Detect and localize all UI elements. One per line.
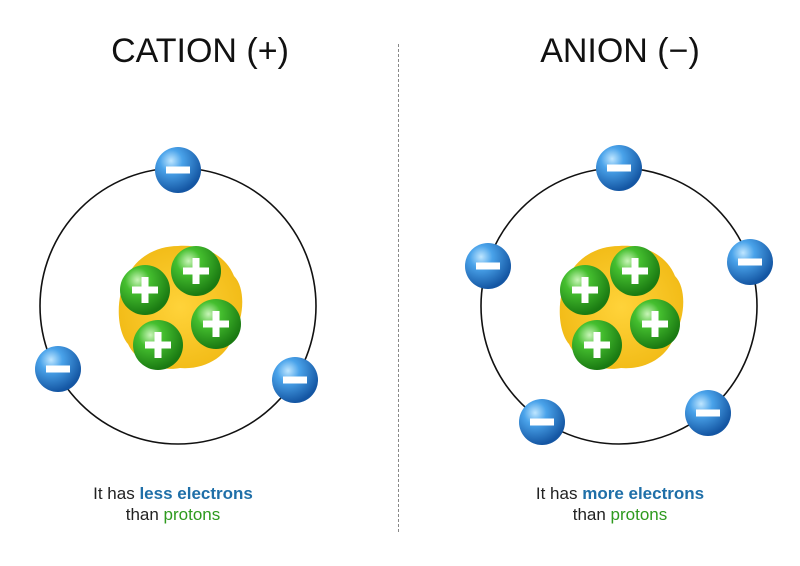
anion-caption-protons: protons	[610, 505, 668, 524]
anion-panel: ANION (−)	[400, 0, 800, 566]
anion-proton	[572, 320, 622, 370]
panel-divider	[398, 44, 399, 532]
cation-caption-protons: protons	[163, 505, 221, 524]
cation-electron	[35, 346, 81, 392]
cation-atom-diagram	[35, 147, 318, 445]
cation-proton	[191, 299, 241, 349]
anion-electron	[596, 145, 642, 191]
anion-electron	[465, 243, 511, 289]
anion-electron	[727, 239, 773, 285]
anion-caption: It has more electrons than protons	[420, 483, 800, 525]
anion-title: ANION (−)	[540, 32, 700, 70]
anion-proton	[610, 246, 660, 296]
cation-electron	[272, 357, 318, 403]
anion-caption-prefix: It has	[535, 484, 583, 503]
anion-electron	[519, 399, 565, 445]
cation-proton	[133, 320, 183, 370]
cation-title: CATION (+)	[111, 32, 289, 70]
cation-panel: CATION (+)	[0, 32, 373, 525]
cation-electron	[155, 147, 201, 193]
cation-caption-middle: than	[125, 505, 164, 524]
anion-electron	[685, 390, 731, 436]
cation-caption-emphasis: less electrons	[139, 484, 253, 503]
cation-caption-prefix: It has	[93, 484, 140, 503]
anion-caption-middle: than	[572, 505, 611, 524]
anion-proton	[630, 299, 680, 349]
anion-proton	[560, 265, 610, 315]
cation-proton	[120, 265, 170, 315]
cation-caption: It has less electrons than protons	[0, 483, 373, 525]
anion-atom-diagram	[465, 145, 773, 445]
cation-proton	[171, 246, 221, 296]
anion-caption-emphasis: more electrons	[582, 484, 705, 503]
